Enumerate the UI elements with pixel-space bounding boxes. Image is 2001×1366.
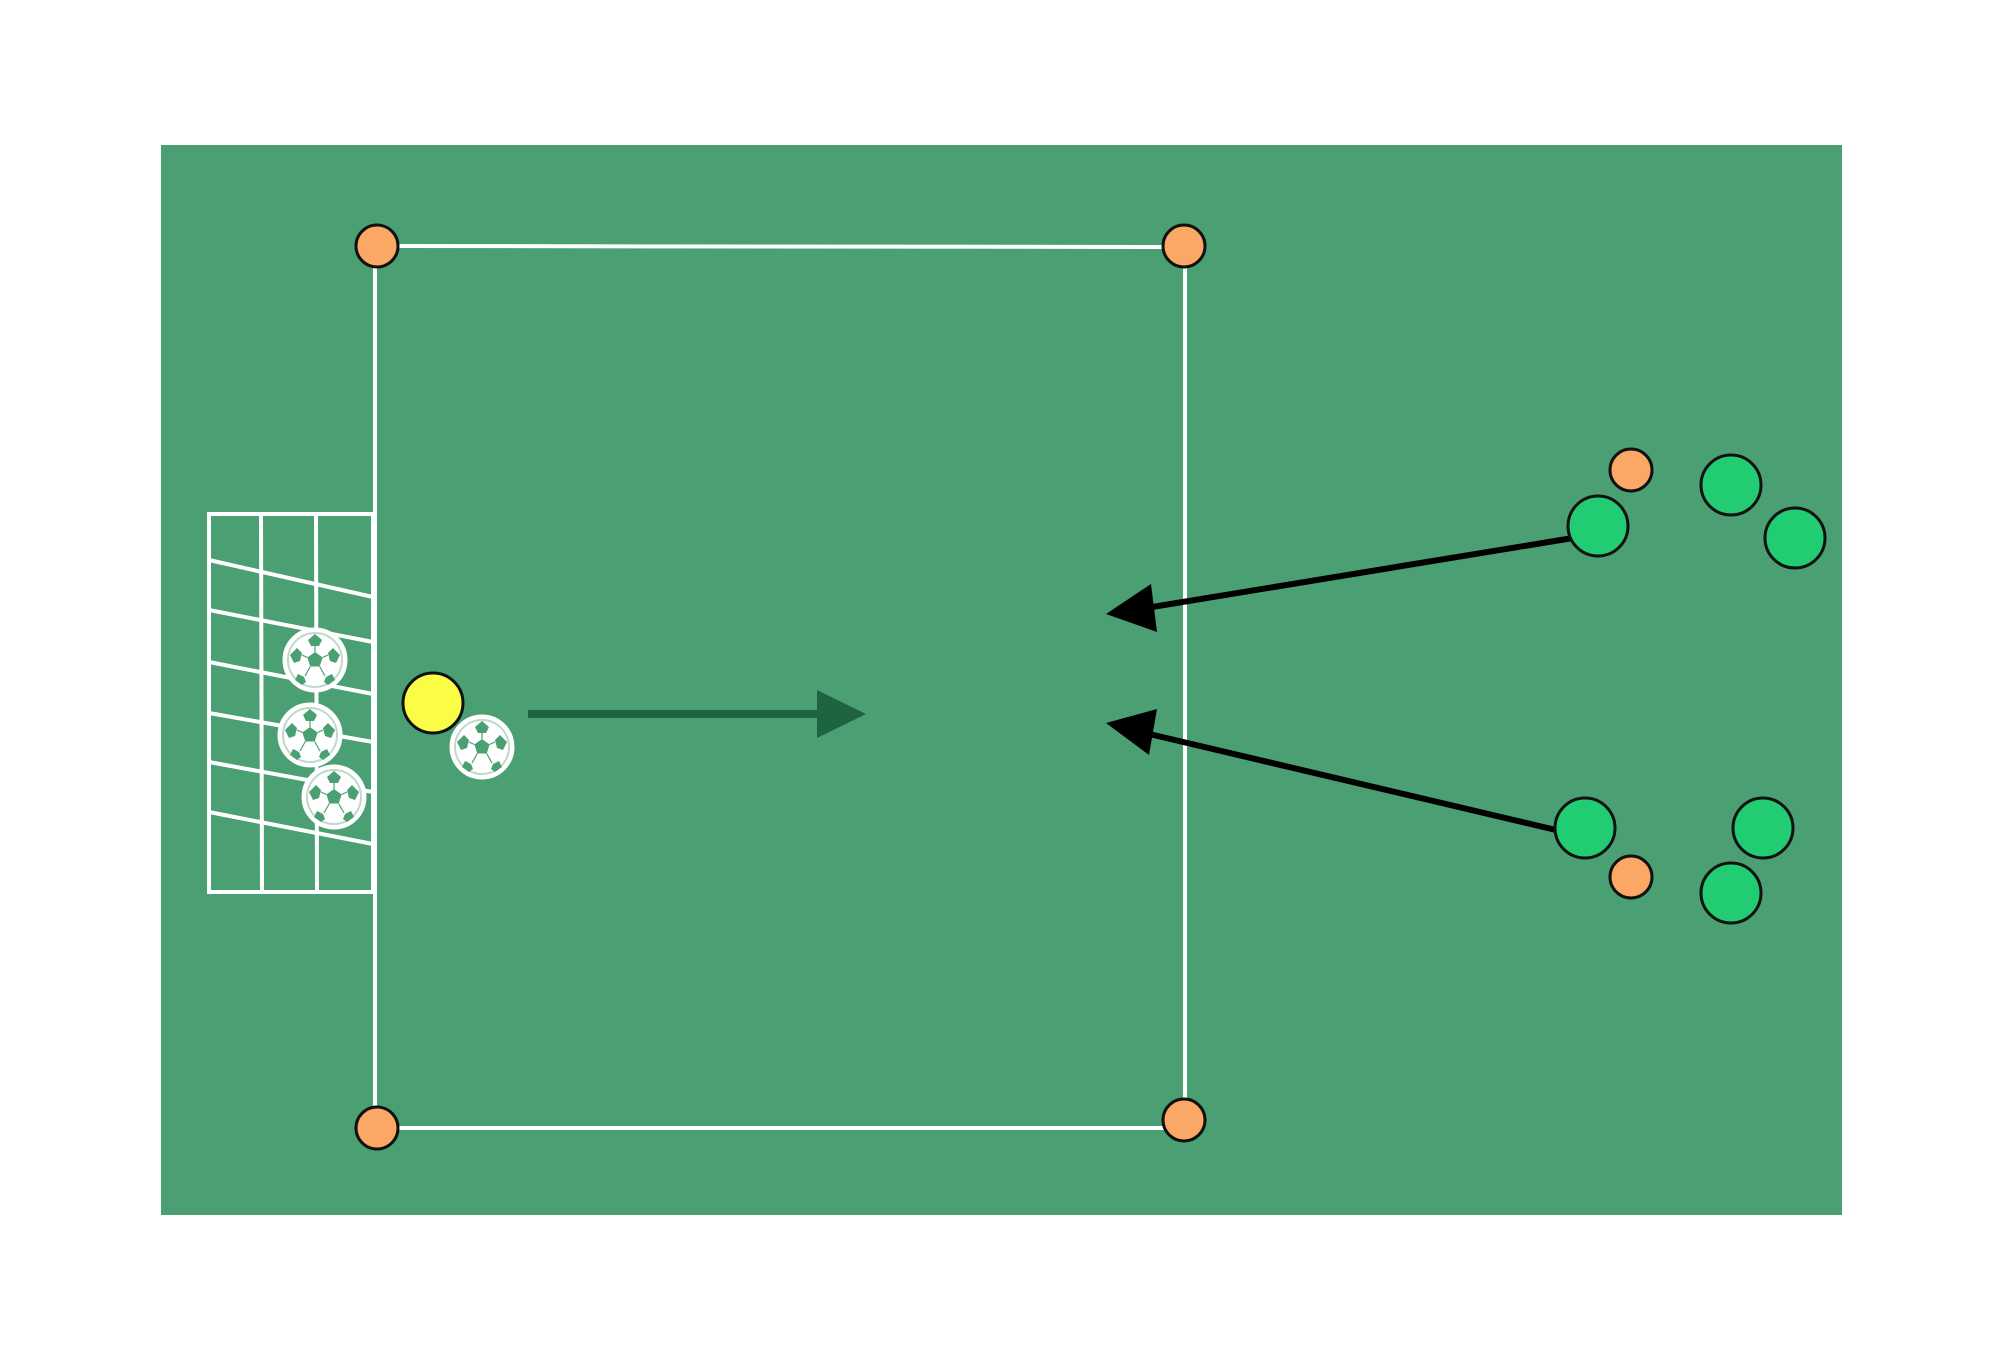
- cone-marker-icon: [1608, 854, 1654, 900]
- server-player-icon: [401, 671, 465, 735]
- soccer-ball-icon: [301, 764, 367, 830]
- grid-top-line: [376, 244, 1185, 249]
- run-arrow-bottom-head: [1106, 709, 1157, 755]
- attacking-group-top: [1566, 453, 1827, 570]
- soccer-ball-icon: [277, 702, 343, 768]
- run-arrow-top-head: [1106, 584, 1157, 632]
- player-icon: [1553, 796, 1617, 860]
- cones: [354, 223, 1654, 1151]
- cone-marker-icon: [1608, 447, 1654, 493]
- run-arrow-top-shaft: [1145, 535, 1574, 611]
- soccer-ball-icon: [449, 714, 515, 780]
- player-icon: [1566, 494, 1630, 558]
- cone-marker-icon: [1161, 1097, 1207, 1143]
- run-arrows: [1106, 535, 1574, 833]
- player-icon: [1731, 796, 1795, 860]
- pass-arrow: [528, 690, 866, 738]
- cone-marker-icon: [1161, 223, 1207, 269]
- player-icon: [1699, 453, 1763, 517]
- soccer-ball-icon: [282, 627, 348, 693]
- cone-marker-icon: [354, 223, 400, 269]
- player-icon: [1763, 506, 1827, 570]
- pass-arrow-head: [817, 690, 866, 738]
- attacking-group-bottom: [1553, 796, 1795, 925]
- run-arrow-bottom-shaft: [1144, 730, 1557, 833]
- cone-marker-icon: [354, 1105, 400, 1151]
- goal-frame: [207, 512, 375, 894]
- player-icon: [1699, 861, 1763, 925]
